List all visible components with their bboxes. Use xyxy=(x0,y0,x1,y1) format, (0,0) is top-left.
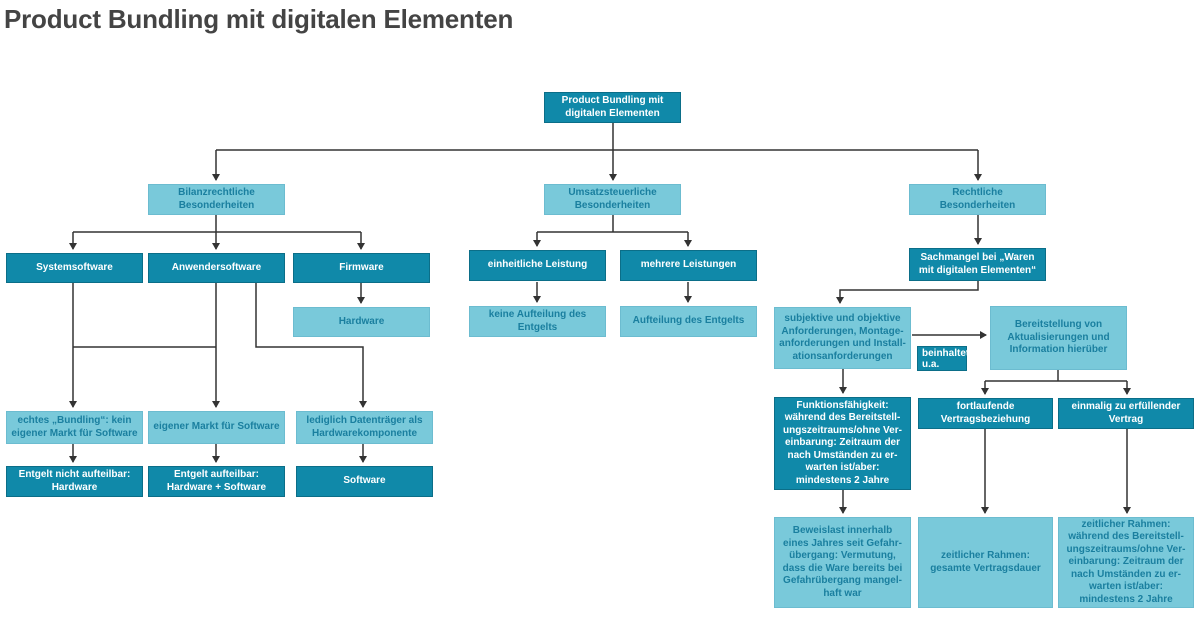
nicht-aufteilbar-node: Entgelt nicht aufteilbar: Hardware xyxy=(6,466,143,497)
anwendersoftware-node-label: Anwendersoftware xyxy=(171,261,262,273)
root-node: Product Bundling mit digitalen Elementen xyxy=(544,92,681,123)
eigener-markt-node-label: eigener Markt für Software xyxy=(153,421,280,433)
mehrere-node: mehrere Leistungen xyxy=(620,250,757,281)
hardware-node: Hardware xyxy=(293,307,430,337)
sachmangel-node: Sachmangel bei „Waren mit digitalen Elem… xyxy=(909,248,1046,281)
sachmangel-node-label: Sachmangel bei „Waren mit digitalen Elem… xyxy=(918,252,1037,276)
rahmen-einmalig-node-label: zeitlicher Rahmen: während des Bereitste… xyxy=(1066,518,1186,605)
einmalig-node: einmalig zu erfüllender Vertrag xyxy=(1058,398,1194,429)
umsatz-node: Umsatzsteuerliche Besonderheiten xyxy=(544,184,681,215)
umsatz-node-label: Umsatzsteuerliche Besonderheiten xyxy=(568,187,657,211)
echtes-bundling-node-label: echtes „Bundling“: kein eigener Markt fü… xyxy=(11,415,138,439)
beinhaltet-label: beinhaltet u.a. xyxy=(917,346,970,371)
keine-aufteilung-node-label: keine Aufteilung des Entgelts xyxy=(488,309,587,333)
firmware-node: Firmware xyxy=(293,253,430,283)
fortlaufend-node: fortlaufende Vertragsbeziehung xyxy=(918,398,1053,429)
echtes-bundling-node: echtes „Bundling“: kein eigener Markt fü… xyxy=(6,411,143,444)
systemsoftware-node: Systemsoftware xyxy=(6,253,143,283)
anwendersoftware-node: Anwendersoftware xyxy=(148,253,285,283)
software-node: Software xyxy=(296,466,433,497)
page-title: Product Bundling mit digitalen Elementen xyxy=(4,4,514,34)
bereitstellung-node: Bereitstellung von Aktualisierungen und … xyxy=(990,306,1127,370)
beweislast-node-label: Beweislast innerhalb eines Jahres seit G… xyxy=(782,525,903,599)
bereitstellung-node-label: Bereitstellung von Aktualisierungen und … xyxy=(1007,319,1110,356)
datentraeger-node-label: lediglich Datenträger als Hardwarekompon… xyxy=(306,415,423,439)
rahmen-gesamt-node: zeitlicher Rahmen: gesamte Vertragsdauer xyxy=(918,517,1053,608)
eigener-markt-node: eigener Markt für Software xyxy=(148,411,285,444)
software-node-label: Software xyxy=(343,475,386,487)
bilanz-node-label: Bilanzrechtliche Besonderheiten xyxy=(178,187,255,211)
anforderungen-node-label: subjektive und objektive Anforderungen, … xyxy=(779,313,906,362)
funktion-node: Funktionsfähigkeit: während des Bereitst… xyxy=(774,397,911,490)
datentraeger-node: lediglich Datenträger als Hardwarekompon… xyxy=(296,411,433,444)
aufteilung-node-label: Aufteilung des Entgelts xyxy=(632,315,745,327)
rahmen-einmalig-node: zeitlicher Rahmen: während des Bereitste… xyxy=(1058,517,1194,608)
recht-node-label: Rechtliche Besonderheiten xyxy=(939,187,1016,211)
hardware-node-label: Hardware xyxy=(338,315,385,327)
keine-aufteilung-node: keine Aufteilung des Entgelts xyxy=(469,306,606,337)
fortlaufend-node-label: fortlaufende Vertragsbeziehung xyxy=(940,401,1031,425)
anforderungen-node: subjektive und objektive Anforderungen, … xyxy=(774,307,911,369)
firmware-node-label: Firmware xyxy=(339,261,384,273)
einheitlich-node-label: einheitliche Leistung xyxy=(487,259,588,271)
root-node-label: Product Bundling mit digitalen Elementen xyxy=(561,95,664,119)
einheitlich-node: einheitliche Leistung xyxy=(469,250,606,281)
beinhaltet-label-text: beinhaltet u.a. xyxy=(922,347,970,370)
bilanz-node: Bilanzrechtliche Besonderheiten xyxy=(148,184,285,215)
aufteilbar-node-label: Entgelt aufteilbar: Hardware + Software xyxy=(166,469,267,493)
recht-node: Rechtliche Besonderheiten xyxy=(909,184,1046,215)
funktion-node-label: Funktionsfähigkeit: während des Bereitst… xyxy=(783,399,902,486)
mehrere-node-label: mehrere Leistungen xyxy=(640,259,737,271)
nicht-aufteilbar-node-label: Entgelt nicht aufteilbar: Hardware xyxy=(18,469,131,493)
rahmen-gesamt-node-label: zeitlicher Rahmen: gesamte Vertragsdauer xyxy=(930,550,1041,574)
systemsoftware-node-label: Systemsoftware xyxy=(36,261,113,273)
einmalig-node-label: einmalig zu erfüllender Vertrag xyxy=(1071,401,1181,425)
aufteilung-node: Aufteilung des Entgelts xyxy=(620,306,757,337)
beweislast-node: Beweislast innerhalb eines Jahres seit G… xyxy=(774,517,911,608)
aufteilbar-node: Entgelt aufteilbar: Hardware + Software xyxy=(148,466,285,497)
